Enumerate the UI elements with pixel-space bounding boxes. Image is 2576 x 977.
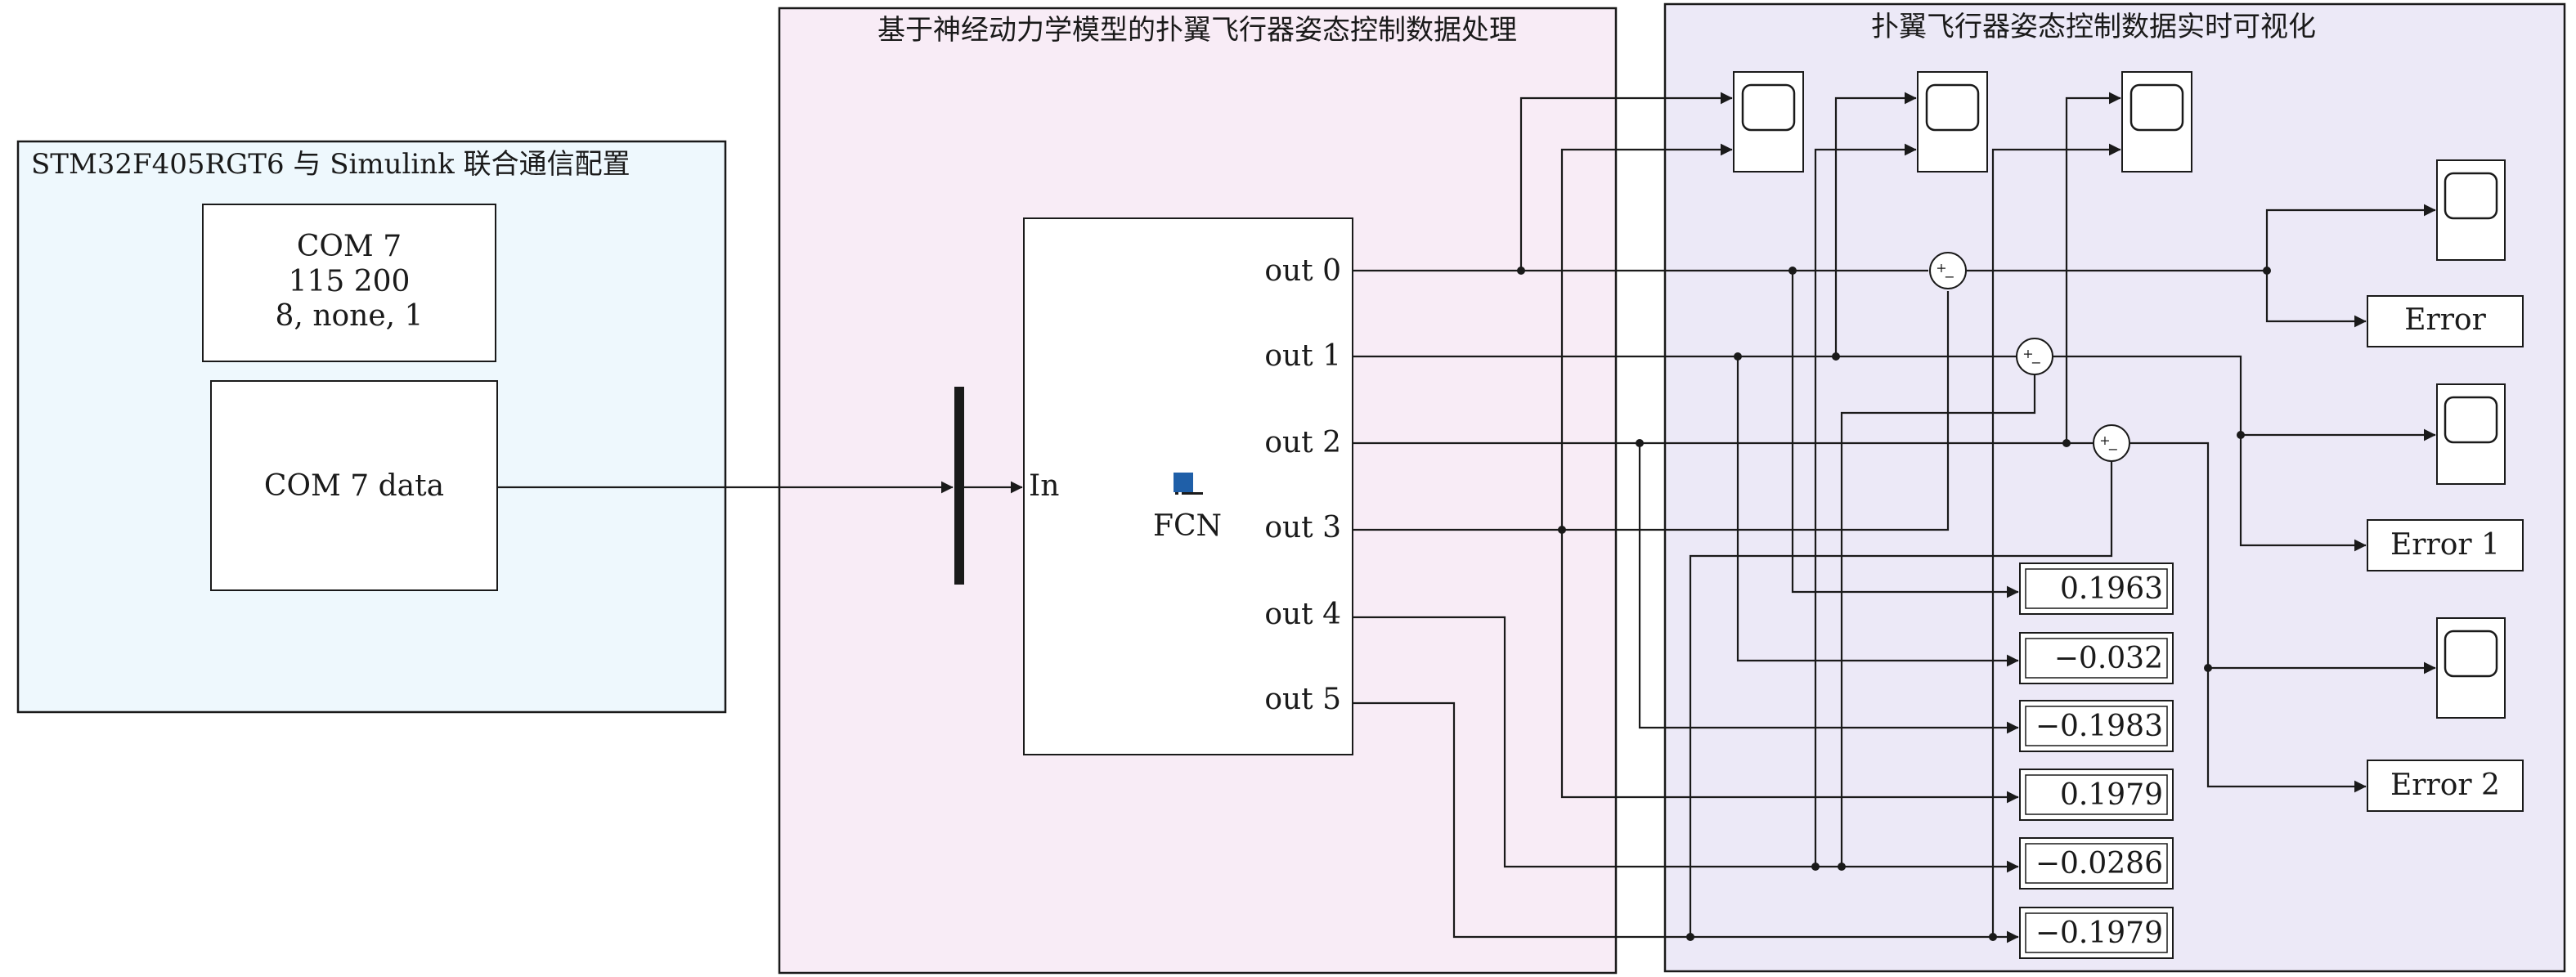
sum-block-2[interactable]: + −	[2093, 424, 2130, 462]
branch-point-out3	[1558, 526, 1566, 534]
branch-point-out1-b	[1832, 352, 1840, 361]
fcn-out-1-label: out 1	[1264, 339, 1341, 373]
branch-point-err2	[2204, 664, 2212, 672]
signal-line-sum0-error[interactable]	[2265, 271, 2367, 328]
error-block-2[interactable]: Error 2	[2367, 760, 2524, 812]
fcn-block[interactable]: In FCN out 0 out 1 out 2 out 3 out 4 out…	[1023, 217, 1353, 755]
sum-block-0-minus: −	[1944, 269, 1954, 285]
fcn-input-port-label: In	[1029, 469, 1059, 503]
display-5[interactable]: −0.1979	[2019, 907, 2174, 959]
branch-point-err0	[2263, 267, 2271, 275]
scope-3-icon	[2129, 83, 2184, 132]
serial-config-port: COM 7	[297, 230, 402, 263]
scope-2-icon	[1925, 83, 1980, 132]
sum-block-1[interactable]: + −	[2016, 338, 2053, 375]
signal-line-out0-scope1[interactable]	[1519, 92, 1733, 271]
signal-line-out4-scope2[interactable]	[1814, 143, 1917, 867]
scope-error-0-icon	[2444, 172, 2498, 220]
signal-line-sum0-scope[interactable]	[2265, 204, 2436, 271]
branch-point-out0-a	[1517, 267, 1525, 275]
signal-line-out3-display3[interactable]	[1560, 530, 2019, 804]
branch-point-err1	[2237, 431, 2245, 439]
signal-line-sum1-out[interactable]	[2053, 355, 2367, 552]
signal-line-out5-sum2[interactable]	[1689, 461, 2113, 937]
display-1[interactable]: −0.032	[2019, 632, 2174, 684]
branch-point-out0-b	[1788, 267, 1797, 275]
area-data-processing-title: 基于神经动力学模型的扑翼飞行器姿态控制数据处理	[877, 14, 1517, 47]
branch-point-out4-b	[1838, 863, 1846, 871]
display-0[interactable]: 0.1963	[2019, 562, 2174, 615]
error-block-2-label: Error 2	[2390, 769, 2500, 802]
fcn-out-3-label: out 3	[1264, 511, 1341, 545]
signal-line-out3[interactable]	[1353, 291, 1950, 531]
sum-block-1-plus: +	[2022, 346, 2033, 361]
display-5-value: −0.1979	[2035, 916, 2163, 950]
display-3-value: 0.1979	[2060, 778, 2163, 812]
display-2[interactable]: −0.1983	[2019, 700, 2174, 752]
signal-line-out0-display0[interactable]	[1791, 271, 2019, 598]
serial-config-frame: 8, none, 1	[276, 299, 424, 333]
area-serial-comm-title: STM32F405RGT6 与 Simulink 联合通信配置	[31, 148, 631, 181]
sum-block-2-plus: +	[2099, 432, 2110, 448]
signal-line-out4[interactable]	[1353, 616, 2019, 873]
serial-config-block[interactable]: COM 7 115 200 8, none, 1	[202, 204, 496, 362]
signal-line-out5[interactable]	[1353, 701, 2019, 943]
signal-line-out1-display1[interactable]	[1736, 356, 2019, 667]
error-block-1[interactable]: Error 1	[2367, 519, 2524, 571]
fcn-out-4-label: out 4	[1264, 598, 1341, 631]
scope-1[interactable]	[1733, 71, 1804, 173]
scope-error-1[interactable]	[2436, 383, 2506, 485]
display-2-value: −0.1983	[2035, 710, 2163, 743]
signal-line-out3-scope1[interactable]	[1560, 143, 1733, 530]
serial-receive-label: COM 7 data	[264, 469, 444, 503]
sum-block-2-minus: −	[2107, 441, 2118, 457]
error-block-0[interactable]: Error	[2367, 295, 2524, 347]
sum-block-0-plus: +	[1936, 260, 1946, 276]
error-block-1-label: Error 1	[2390, 528, 2500, 562]
scope-error-0[interactable]	[2436, 159, 2506, 261]
serial-config-baud: 115 200	[289, 265, 411, 298]
signal-line-out5-scope3[interactable]	[1991, 143, 2121, 937]
branch-point-out2-a	[1636, 439, 1644, 447]
fcn-icon	[1174, 473, 1203, 495]
scope-3[interactable]	[2121, 71, 2192, 173]
fcn-label: FCN	[1153, 509, 1222, 543]
signal-line-sum2-out[interactable]	[2130, 441, 2367, 793]
signal-line-out2-scope3[interactable]	[2065, 92, 2121, 443]
signal-line-out4-sum1[interactable]	[1840, 374, 2036, 867]
sum-block-1-minus: −	[2031, 355, 2041, 370]
branch-point-out4-a	[1811, 863, 1820, 871]
scope-error-2[interactable]	[2436, 617, 2506, 719]
scope-2[interactable]	[1917, 71, 1988, 173]
serial-receive-block[interactable]: COM 7 data	[210, 380, 498, 591]
scope-error-1-icon	[2444, 396, 2498, 444]
scope-1-icon	[1741, 83, 1796, 132]
display-1-value: −0.032	[2054, 642, 2163, 675]
display-3[interactable]: 0.1979	[2019, 769, 2174, 821]
display-0-value: 0.1963	[2060, 572, 2163, 606]
fcn-out-0-label: out 0	[1264, 254, 1341, 288]
fcn-out-2-label: out 2	[1264, 426, 1341, 459]
error-block-0-label: Error	[2404, 303, 2486, 337]
sum-block-0[interactable]: + −	[1929, 252, 1967, 289]
branch-point-out5-a	[1686, 933, 1694, 941]
area-visualization-title: 扑翼飞行器姿态控制数据实时可视化	[1871, 11, 2316, 43]
display-4[interactable]: −0.0286	[2019, 837, 2174, 890]
branch-point-out2-b	[2062, 439, 2071, 447]
fcn-out-5-label: out 5	[1264, 683, 1341, 716]
signal-line-out1-scope2[interactable]	[1834, 92, 1917, 356]
branch-point-out1-a	[1734, 352, 1742, 361]
display-4-value: −0.0286	[2035, 847, 2163, 881]
branch-point-out5-b	[1989, 933, 1997, 941]
scope-error-2-icon	[2444, 630, 2498, 678]
signal-line-out2-display2[interactable]	[1638, 443, 2019, 734]
mux-bar[interactable]	[954, 387, 964, 585]
